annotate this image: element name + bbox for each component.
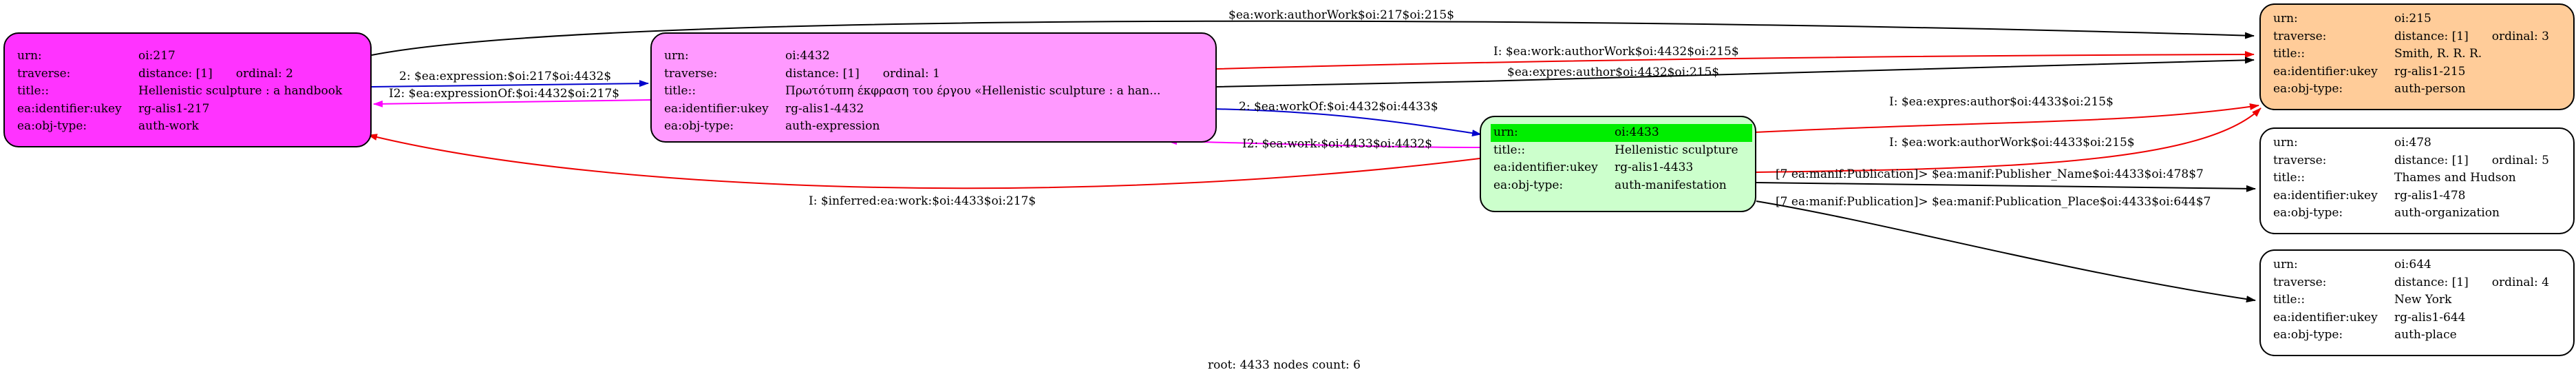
title-value: Smith, R. R. R. — [2394, 47, 2482, 61]
ukey-value: rg-alis1-644 — [2394, 310, 2466, 325]
node-manifestation-4433[interactable]: urn:oi:4433 title::Hellenistic sculpture… — [1480, 116, 1756, 212]
title-value: Hellenistic sculpture — [1615, 143, 1738, 157]
edge-label: $ea:work:authorWork$oi:217$oi:215$ — [1228, 8, 1454, 22]
traverse-key: traverse: — [17, 66, 71, 81]
urn-value: oi:478 — [2394, 136, 2431, 150]
type-key: ea:obj-type: — [17, 119, 87, 133]
edge-4433-4432-work — [1167, 138, 1482, 148]
ukey-key: ea:identifier:ukey — [17, 101, 122, 116]
ukey-value: rg-alis1-478 — [2394, 188, 2466, 203]
title-value: Thames and Hudson — [2394, 171, 2516, 185]
node-expression-4432[interactable]: urn: oi:4432 traverse: distance: [1] ordina… — [650, 32, 1217, 143]
title-key: title:: — [664, 84, 696, 98]
urn-value: oi:217 — [138, 49, 175, 63]
node-work-217[interactable]: urn: oi:217 traverse: distance: [1] ordinal… — [3, 32, 372, 147]
type-value: auth-place — [2394, 328, 2457, 342]
node-place-644[interactable]: urn: oi:644 traverse: distance: [1] ordinal… — [2259, 249, 2575, 356]
urn-value: oi:4433 — [1612, 124, 1752, 142]
urn-value: oi:215 — [2394, 12, 2431, 25]
edge-label: [7 ea:manif:Publication]> $ea:manif:Publ… — [1776, 195, 2211, 209]
title-key: title:: — [2273, 293, 2306, 307]
title-value: Hellenistic sculpture : a handbook — [138, 84, 343, 98]
traverse-key: traverse: — [2273, 275, 2327, 289]
ukey-value: rg-alis1-215 — [2394, 64, 2466, 79]
graph-footer: root: 4433 nodes count: 6 — [1208, 358, 1361, 372]
ordinal-value: ordinal: 5 — [2491, 153, 2549, 167]
edge-label: 2: $ea:workOf:$oi:4432$oi:4433$ — [1239, 100, 1438, 114]
edge-label: I2: $ea:expressionOf:$oi:4432$oi:217$ — [389, 87, 619, 101]
title-key: title:: — [2273, 171, 2306, 185]
title-key: title:: — [1493, 143, 1526, 157]
urn-key: urn: — [2273, 258, 2298, 271]
edge-4433-215-author — [1754, 103, 2259, 133]
urn-key: urn: — [1491, 124, 1612, 142]
urn-value: oi:644 — [2394, 258, 2431, 271]
ukey-key: ea:identifier:ukey — [2273, 188, 2378, 203]
urn-key: urn: — [2273, 136, 2298, 150]
edge-label: 2: $ea:expression:$oi:217$oi:4432$ — [399, 70, 611, 83]
traverse-value: distance: [1] — [2394, 153, 2469, 167]
ukey-value: rg-alis1-217 — [138, 101, 210, 116]
traverse-value: distance: [1] — [2394, 275, 2469, 289]
edge-4432-4433-workof — [1211, 108, 1482, 137]
edge-4432-215-authorwork — [1216, 51, 2255, 70]
ordinal-value: ordinal: 4 — [2491, 275, 2549, 289]
urn-key: urn: — [2273, 12, 2298, 25]
edge-4432-215-author — [1216, 56, 2255, 87]
type-key: ea:obj-type: — [2273, 82, 2343, 96]
edge-label: I: $ea:expres:author$oi:4433$oi:215$ — [1889, 95, 2114, 109]
traverse-key: traverse: — [2273, 153, 2327, 167]
edge-4433-644-place — [1756, 200, 2256, 303]
urn-key: urn: — [664, 49, 689, 63]
node-person-215[interactable]: urn: oi:215 traverse: distance: [1] ordinal… — [2259, 3, 2575, 110]
type-key: ea:obj-type: — [2273, 206, 2343, 220]
edge-4433-217-inferred — [368, 134, 1480, 189]
traverse-value: distance: [1] — [785, 66, 860, 81]
ordinal-value: ordinal: 3 — [2491, 29, 2549, 43]
title-key: title:: — [17, 84, 50, 98]
type-value: auth-organization — [2394, 206, 2500, 220]
edge-label: $ea:expres:author$oi:4432$oi:215$ — [1507, 65, 1719, 79]
ordinal-value: ordinal: 1 — [882, 66, 940, 81]
type-value: auth-person — [2394, 82, 2466, 96]
edge-4433-478-publisher — [1756, 182, 2256, 192]
type-key: ea:obj-type: — [2273, 328, 2343, 342]
edge-label: [7 ea:manif:Publication]> $ea:manif:Publ… — [1776, 167, 2204, 181]
title-value: Πρωτότυπη έκφραση του έργου «Hellenistic… — [785, 84, 1161, 98]
ukey-key: ea:identifier:ukey — [664, 101, 769, 116]
title-key: title:: — [2273, 47, 2306, 61]
ukey-value: rg-alis1-4433 — [1615, 161, 1694, 174]
ukey-value: rg-alis1-4432 — [785, 101, 864, 116]
title-value: New York — [2394, 293, 2452, 307]
edge-4433-215-authorwork — [1754, 107, 2261, 173]
edge-label: I: $ea:work:authorWork$oi:4433$oi:215$ — [1889, 136, 2135, 150]
ukey-key: ea:identifier:ukey — [2273, 310, 2378, 325]
type-value: auth-manifestation — [1615, 178, 1727, 192]
edge-4432-217-expressionof — [373, 99, 651, 107]
traverse-key: traverse: — [2273, 29, 2327, 43]
traverse-value: distance: [1] — [138, 66, 213, 81]
edge-label: I: $inferred:ea:work:$oi:4433$oi:217$ — [809, 194, 1036, 208]
ordinal-value: ordinal: 2 — [235, 66, 293, 81]
node-organization-478[interactable]: urn: oi:478 traverse: distance: [1] ordinal… — [2259, 127, 2575, 234]
traverse-value: distance: [1] — [2394, 29, 2469, 43]
traverse-key: traverse: — [664, 66, 718, 81]
type-key: ea:obj-type: — [1493, 178, 1564, 192]
edge-label: I2: $ea:work:$oi:4433$oi:4432$ — [1242, 137, 1432, 151]
urn-key: urn: — [17, 49, 42, 63]
ukey-key: ea:identifier:ukey — [2273, 64, 2378, 79]
edge-217-215-authorwork — [371, 20, 2255, 56]
edge-217-4432-expression — [371, 80, 649, 87]
type-value: auth-expression — [785, 119, 880, 133]
type-value: auth-work — [138, 119, 199, 133]
type-key: ea:obj-type: — [664, 119, 734, 133]
ukey-key: ea:identifier:ukey — [1493, 161, 1598, 174]
edge-label: I: $ea:work:authorWork$oi:4432$oi:215$ — [1493, 45, 1739, 59]
urn-value: oi:4432 — [785, 49, 830, 63]
